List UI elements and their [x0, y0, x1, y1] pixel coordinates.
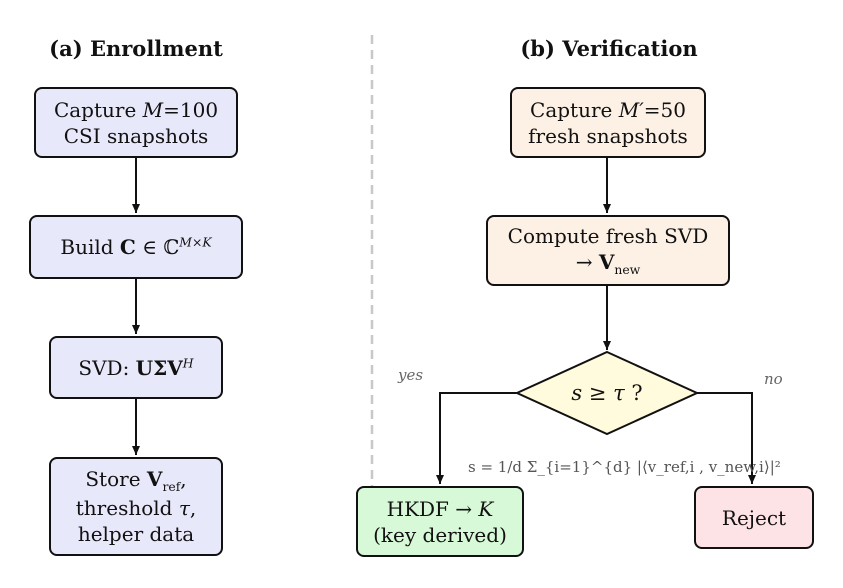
decision-diamond [514, 350, 700, 436]
fresh-capture-line-2: fresh snapshots [528, 123, 688, 148]
capture-csi-box: Capture M=100 CSI snapshots [34, 87, 238, 158]
compute-svd-box: Compute fresh SVD → Vnew [486, 215, 730, 286]
svd-box: SVD: UΣVH [49, 336, 223, 399]
store-line-1: Store Vref, [85, 466, 187, 494]
store-line-3: helper data [77, 522, 195, 547]
compute-line-2: → Vnew [575, 249, 641, 277]
accept-key-box: HKDF → K (key derived) [356, 486, 524, 557]
svd-line: SVD: UΣVH [78, 354, 194, 380]
build-line: Build C ∈ ℂM×K [60, 234, 212, 259]
compute-line-1: Compute fresh SVD [507, 223, 709, 248]
decision-label: s ≥ τ ? [571, 381, 643, 405]
accept-line-2: (key derived) [373, 522, 507, 547]
accept-line-1: HKDF → K [386, 496, 494, 521]
yes-label: yes [398, 366, 424, 384]
verification-heading: (b) Verification [520, 36, 698, 61]
no-label: no [764, 370, 783, 388]
capture-line-2: CSI snapshots [63, 123, 209, 148]
build-matrix-box: Build C ∈ ℂM×K [29, 215, 243, 279]
arrow-no-branch [697, 392, 756, 484]
fresh-capture-line-1: Capture M′=50 [530, 97, 686, 122]
reject-label: Reject [721, 505, 787, 530]
capture-fresh-box: Capture M′=50 fresh snapshots [510, 87, 706, 158]
store-line-2: threshold τ, [75, 496, 197, 521]
capture-line-1: Capture M=100 [53, 97, 219, 122]
store-reference-box: Store Vref, threshold τ, helper data [49, 457, 223, 556]
arrow-yes-branch [436, 392, 517, 484]
similarity-formula: s = 1/d Σ_{i=1}^{d} |⟨v_ref,i , v_new,i⟩… [468, 458, 781, 476]
enrollment-heading: (a) Enrollment [49, 36, 223, 61]
reject-box: Reject [694, 486, 814, 549]
